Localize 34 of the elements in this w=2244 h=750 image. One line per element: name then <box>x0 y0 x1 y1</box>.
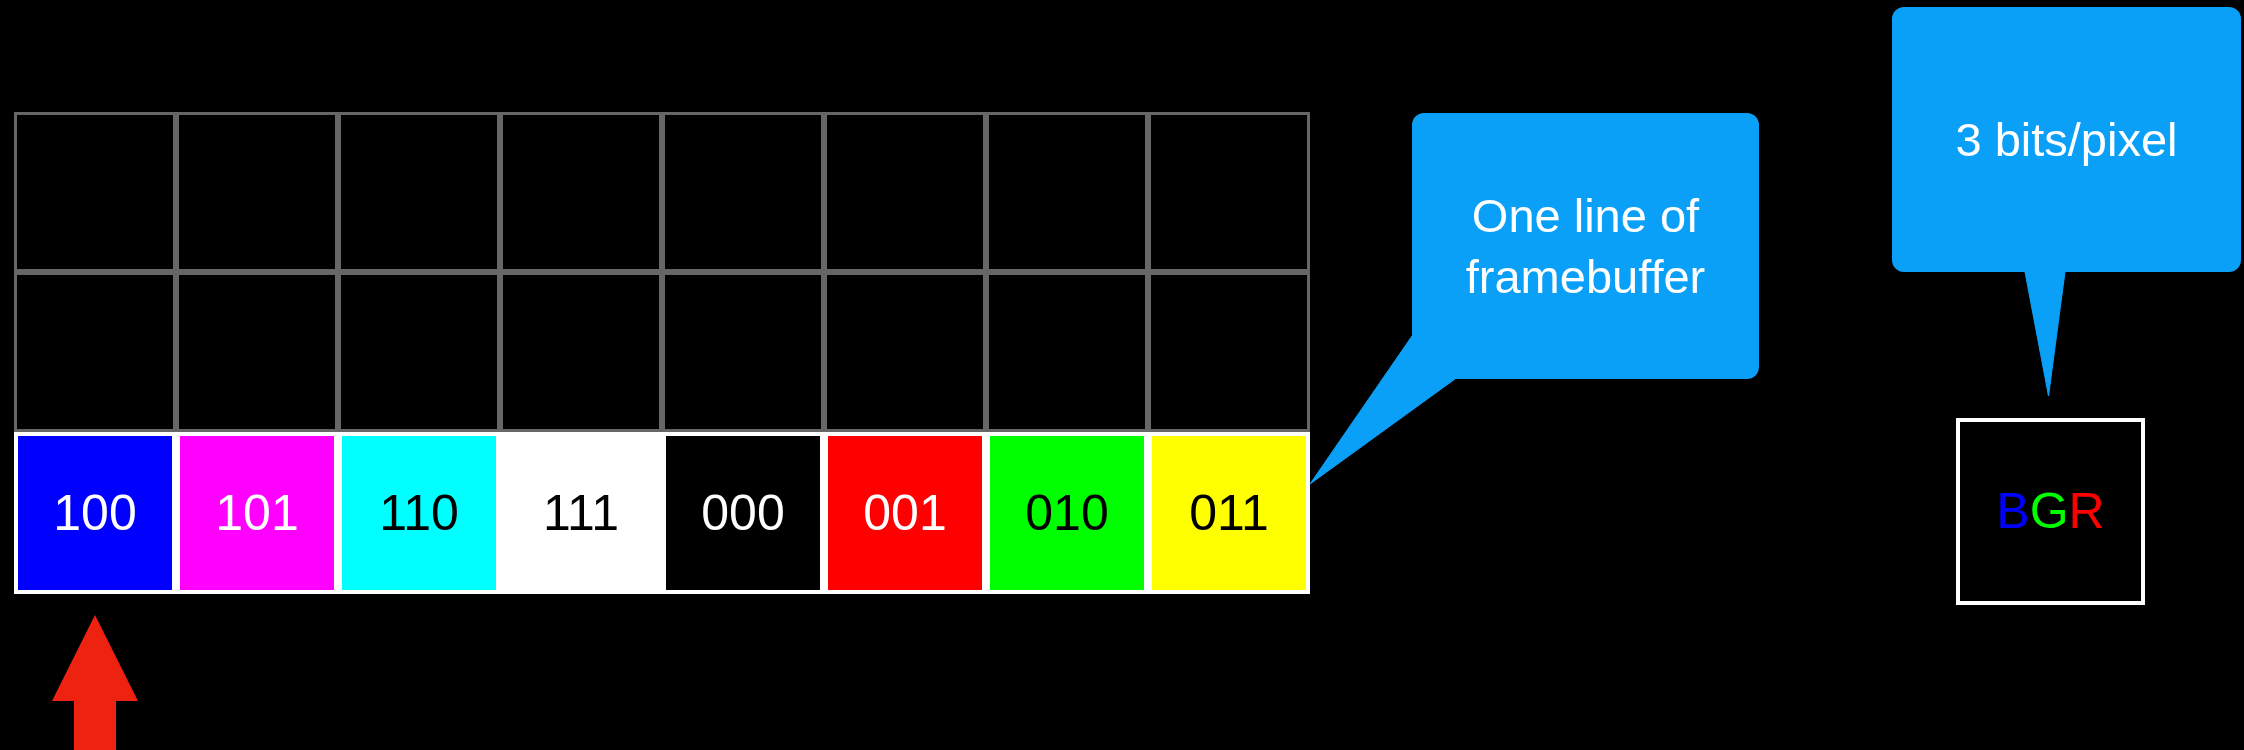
empty-pixel-cell <box>338 272 500 432</box>
callout-bubble <box>1412 113 1759 379</box>
pixel-value: 111 <box>543 483 619 543</box>
empty-pixel-cell <box>14 272 176 432</box>
empty-pixel-cell <box>662 112 824 272</box>
bit-order-text: BGR <box>1996 482 2105 541</box>
empty-pixel-cell <box>338 112 500 272</box>
empty-pixel-cell <box>176 112 338 272</box>
empty-pixel-cell <box>824 272 986 432</box>
empty-pixel-cell <box>1148 272 1310 432</box>
empty-pixel-cell <box>662 272 824 432</box>
pixel-value: 101 <box>215 483 299 543</box>
bit-order-box <box>1956 418 2145 605</box>
pixel-value: 110 <box>379 483 459 543</box>
empty-pixel-cell <box>986 272 1148 432</box>
empty-pixel-cell <box>500 112 662 272</box>
empty-pixel-cell <box>176 272 338 432</box>
pointer-arrow <box>52 615 138 750</box>
empty-pixel-cell <box>986 112 1148 272</box>
pixel-value: 011 <box>1189 483 1269 543</box>
pixel-value: 010 <box>1025 483 1109 543</box>
pixel-cell <box>14 432 176 594</box>
callout-tail <box>2024 271 2066 397</box>
callout-text: One line of framebuffer <box>1464 187 1707 305</box>
callout-text: 3 bits/pixel <box>1955 111 2178 168</box>
pixel-value: 001 <box>863 483 947 543</box>
empty-pixel-cell <box>500 272 662 432</box>
pixel-value: 100 <box>53 483 137 543</box>
empty-pixel-cell <box>824 112 986 272</box>
empty-pixel-cell <box>1148 112 1310 272</box>
pixel-cell <box>1148 432 1310 594</box>
pixel-value: 000 <box>701 483 785 543</box>
callout-bubble <box>1892 7 2241 272</box>
empty-pixel-cell <box>14 112 176 272</box>
